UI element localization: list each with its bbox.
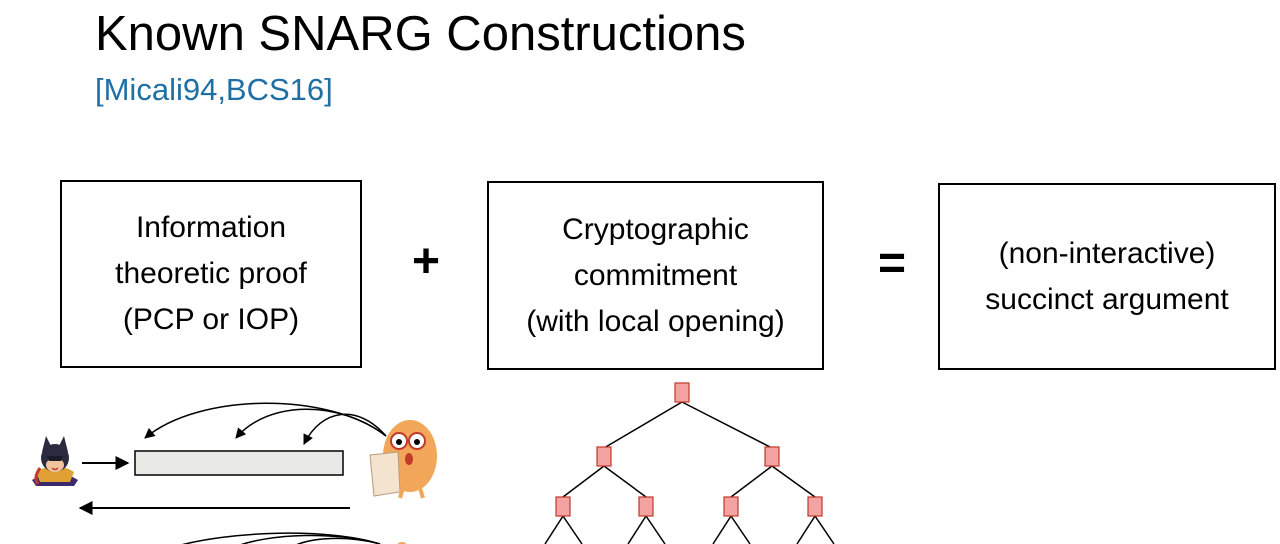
result-box-text: (non-interactive) succinct argument [985,231,1228,323]
tree-node [596,446,612,467]
slide-title: Known SNARG Constructions [95,7,746,61]
plus-sign: + [412,235,441,288]
result-box: (non-interactive) succinct argument [938,183,1276,370]
proof-string [134,450,344,476]
citation: [Micali94,BCS16] [95,72,333,107]
proof-box-line: Information [135,211,287,244]
proof-box-text: Information theoretic proof (PCP or IOP) [115,205,307,343]
commitment-box-text: Cryptographic commitment (with local ope… [526,207,784,345]
commitment-box-line: commitment [573,258,738,292]
tree-node [674,382,690,403]
merkle-tree-icon [544,382,835,544]
result-box-line: (non-interactive) [998,236,1216,270]
masked-hero-icon [32,436,78,486]
commitment-box: Cryptographic commitment (with local ope… [487,181,824,370]
query-arcs [144,402,387,445]
result-box-line: succinct argument [985,282,1229,316]
proof-box-line: theoretic proof [115,257,307,290]
tree-node [723,496,739,517]
query-arcs-lower [181,532,381,544]
proof-box: Information theoretic proof (PCP or IOP) [60,180,362,368]
tree-node [555,496,571,517]
tree-node [807,496,823,517]
equals-sign: = [878,237,907,290]
commitment-box-line: (with local opening) [526,304,785,338]
tree-node [764,446,780,467]
proof-box-line: (PCP or IOP) [122,303,300,336]
bean-character-icon [369,420,437,499]
commitment-box-line: Cryptographic [562,212,749,246]
tree-node [638,496,654,517]
